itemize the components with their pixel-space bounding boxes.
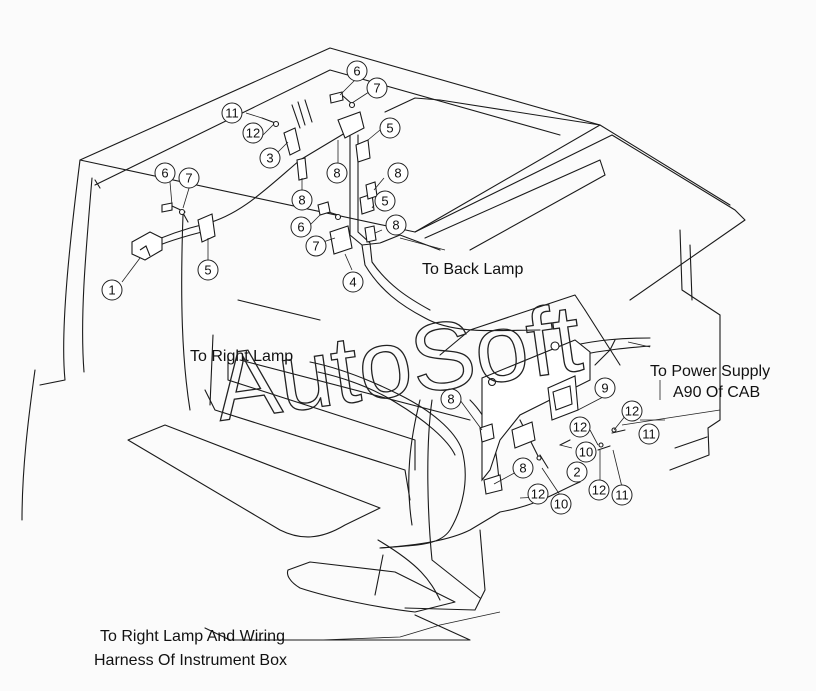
part-switch-4 bbox=[317, 201, 353, 255]
part-relay-3 bbox=[261, 117, 301, 156]
label-to-back-lamp: To Back Lamp bbox=[422, 261, 523, 278]
svg-text:5: 5 bbox=[204, 263, 211, 278]
label-harness-line2: Harness Of Instrument Box bbox=[94, 652, 287, 669]
callout-6-left: 6 bbox=[154, 162, 176, 184]
svg-text:8: 8 bbox=[333, 166, 340, 181]
svg-text:8: 8 bbox=[519, 461, 526, 476]
cab-outline bbox=[21, 47, 746, 521]
svg-text:12: 12 bbox=[246, 126, 260, 141]
callout-5-upper: 5 bbox=[379, 117, 401, 139]
callout-8-b: 8 bbox=[326, 162, 348, 184]
svg-text:11: 11 bbox=[642, 427, 656, 442]
part-terminals-8 bbox=[296, 157, 378, 243]
callout-11-bottom: 11 bbox=[611, 484, 633, 506]
callout-12-left: 12 bbox=[527, 483, 549, 505]
svg-text:7: 7 bbox=[373, 81, 380, 96]
callout-7-mid: 7 bbox=[305, 235, 327, 257]
callout-7-top: 7 bbox=[366, 77, 388, 99]
callout-10-bottom: 10 bbox=[550, 493, 572, 515]
svg-text:7: 7 bbox=[185, 171, 192, 186]
part-clamps-5 bbox=[355, 139, 375, 215]
part-clamp-5a bbox=[197, 213, 216, 243]
svg-text:12: 12 bbox=[592, 483, 606, 498]
callout-12-bottom: 12 bbox=[588, 479, 610, 501]
svg-text:10: 10 bbox=[579, 445, 593, 460]
svg-text:2: 2 bbox=[573, 465, 580, 480]
svg-text:12: 12 bbox=[625, 404, 639, 419]
svg-text:8: 8 bbox=[298, 193, 305, 208]
callout-12-mid: 12 bbox=[569, 416, 591, 438]
label-power-supply-line2: A90 Of CAB bbox=[673, 384, 760, 401]
svg-text:11: 11 bbox=[225, 106, 239, 121]
label-power-supply-line1: To Power Supply bbox=[650, 363, 770, 380]
callout-5-lower: 5 bbox=[197, 259, 219, 281]
svg-text:7: 7 bbox=[312, 239, 319, 254]
callout-8-c: 8 bbox=[387, 162, 409, 184]
callout-7-left: 7 bbox=[178, 167, 200, 189]
label-harness-line1: To Right Lamp And Wiring bbox=[100, 628, 285, 645]
callout-12-right: 12 bbox=[621, 400, 643, 422]
callout-11-top: 11 bbox=[221, 102, 243, 124]
svg-text:12: 12 bbox=[573, 420, 587, 435]
callout-8-d: 8 bbox=[385, 214, 407, 236]
callout-8-f: 8 bbox=[512, 457, 534, 479]
svg-text:10: 10 bbox=[554, 497, 568, 512]
svg-text:8: 8 bbox=[394, 166, 401, 181]
callout-6-mid: 6 bbox=[290, 216, 312, 238]
svg-text:5: 5 bbox=[381, 194, 388, 209]
callout-6-top: 6 bbox=[346, 60, 368, 82]
svg-text:4: 4 bbox=[349, 275, 356, 290]
callout-5-mid: 5 bbox=[374, 190, 396, 212]
svg-text:6: 6 bbox=[353, 64, 360, 79]
svg-text:3: 3 bbox=[266, 151, 273, 166]
callout-10-right: 10 bbox=[575, 441, 597, 463]
svg-text:5: 5 bbox=[386, 121, 393, 136]
part-lower-terminals bbox=[479, 423, 626, 495]
svg-text:8: 8 bbox=[447, 392, 454, 407]
part-bolt-washer-6-7 bbox=[161, 202, 186, 216]
svg-text:6: 6 bbox=[161, 166, 168, 181]
callout-3: 3 bbox=[259, 147, 281, 169]
watermark: AutoSoft bbox=[208, 284, 588, 441]
callout-8-a: 8 bbox=[291, 189, 313, 211]
callout-8-e: 8 bbox=[440, 388, 462, 410]
wire-routes bbox=[144, 129, 651, 549]
callout-4: 4 bbox=[342, 271, 364, 293]
part-switch-1 bbox=[131, 231, 163, 261]
svg-text:8: 8 bbox=[392, 218, 399, 233]
svg-text:9: 9 bbox=[601, 381, 608, 396]
svg-text:11: 11 bbox=[615, 488, 629, 503]
callout-9: 9 bbox=[594, 377, 616, 399]
callout-1: 1 bbox=[101, 279, 123, 301]
part-upper-connectors bbox=[291, 91, 365, 139]
label-to-right-lamp: To Right Lamp bbox=[190, 348, 293, 365]
callout-12-top: 12 bbox=[242, 122, 264, 144]
callout-11-right: 11 bbox=[638, 423, 660, 445]
callout-2: 2 bbox=[566, 461, 588, 483]
svg-text:1: 1 bbox=[108, 283, 115, 298]
svg-text:12: 12 bbox=[531, 487, 545, 502]
svg-text:6: 6 bbox=[297, 220, 304, 235]
